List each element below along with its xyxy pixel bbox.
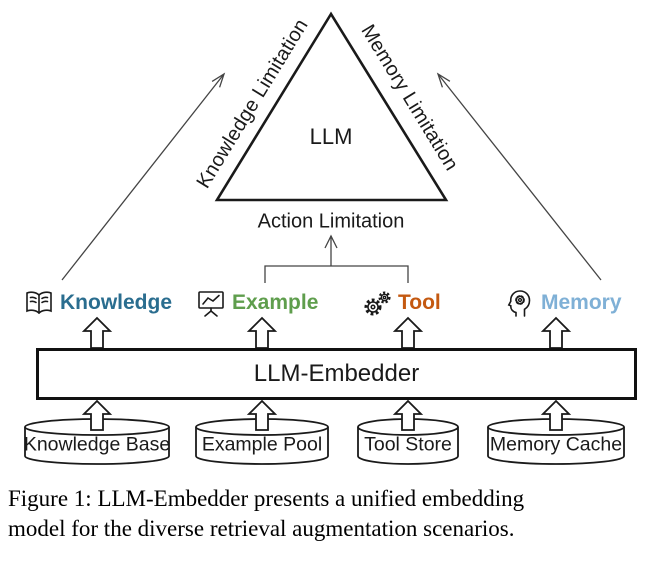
gears-icon <box>364 291 391 316</box>
category-knowledge-label: Knowledge <box>60 291 173 314</box>
llm-label: LLM <box>309 124 353 149</box>
llm-triangle <box>214 11 449 202</box>
head-gear-icon <box>507 290 531 317</box>
embedder-to-category-arrows <box>81 316 572 349</box>
category-knowledge: Knowledge <box>24 287 172 319</box>
store-tool-store-label: Tool Store <box>364 433 452 456</box>
figure-caption-line2: model for the diverse retrieval augmenta… <box>8 516 515 541</box>
category-tool-label: Tool <box>398 291 441 314</box>
chart-board-icon <box>198 291 224 317</box>
store-memory-cache-label: Memory Cache <box>489 433 623 456</box>
figure-caption: Figure 1: LLM-Embedder presents a unifie… <box>8 484 660 544</box>
llm-embedder-box: LLM-Embedder <box>36 348 637 400</box>
category-memory-label: Memory <box>541 291 622 314</box>
category-example: Example <box>196 287 318 319</box>
store-example-pool-label: Example Pool <box>201 433 323 456</box>
store-to-embedder-arrows <box>81 399 572 431</box>
category-tool: Tool <box>362 287 441 319</box>
action-limitation-label: Action Limitation <box>257 210 405 233</box>
figure-caption-line1: Figure 1: LLM-Embedder presents a unifie… <box>8 486 525 511</box>
knowledge-limitation-connector-arrow <box>61 72 226 281</box>
store-knowledge-base-label: Knowledge Base <box>23 433 171 456</box>
llm-embedder-label: LLM-Embedder <box>253 360 420 387</box>
category-example-label: Example <box>232 291 319 314</box>
memory-limitation-connector-arrow <box>436 72 602 281</box>
category-memory: Memory <box>505 287 622 319</box>
book-icon <box>26 291 52 315</box>
action-limitation-bracket-arrow <box>264 234 409 283</box>
